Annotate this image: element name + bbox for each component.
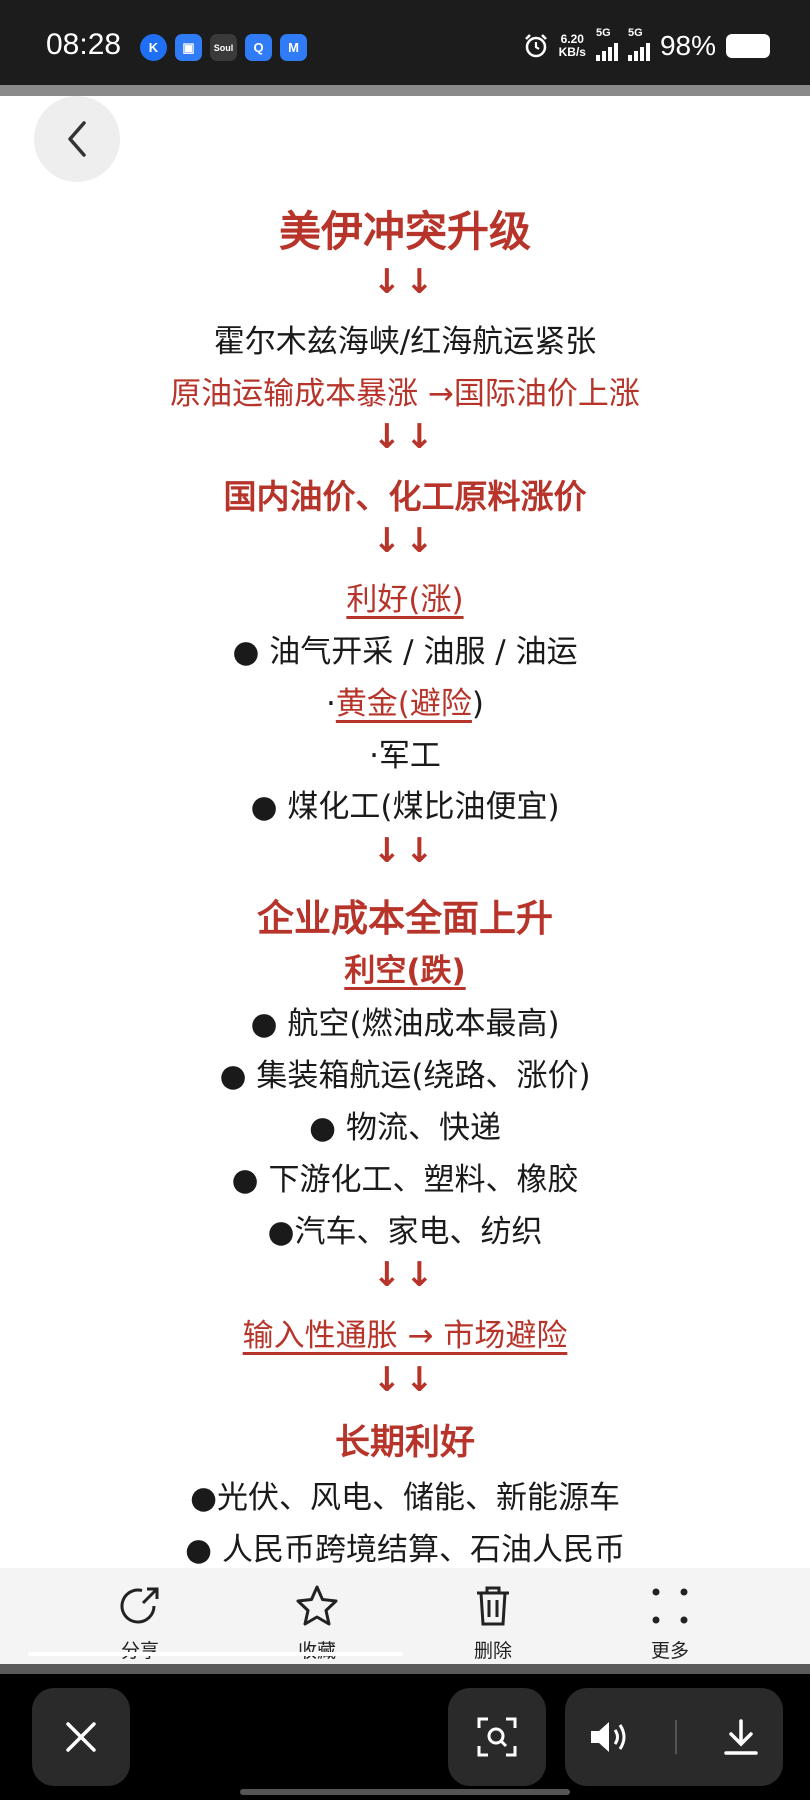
list-item: ● 油气开采 / 油服 / 油运 — [232, 634, 578, 670]
list-item: ● 集装箱航运(绕路、涨价) — [219, 1058, 591, 1094]
chain-step: 长期利好 — [334, 1423, 475, 1463]
media-controls — [565, 1688, 783, 1786]
status-bar: 08:28 K ▣ Soul Q M 6.20 KB/s 5G 5G 98% — [0, 0, 810, 85]
chain-step: 原油运输成本暴涨 →国际油价上涨 — [170, 376, 640, 412]
speaker-icon[interactable] — [587, 1717, 631, 1757]
arrow-down-icon: ↓↓ — [372, 521, 438, 561]
arrow-down-icon: ↓↓ — [372, 831, 438, 871]
list-item: ● 人民币跨境结算、石油人民币 — [185, 1532, 625, 1568]
arrow-down-icon: ↓↓ — [372, 417, 438, 457]
scan-icon — [477, 1717, 517, 1757]
arrow-down-icon: ↓↓ — [372, 1255, 438, 1295]
chain-step: 国内油价、化工原料涨价 — [223, 477, 587, 516]
home-indicator[interactable] — [240, 1789, 570, 1795]
close-button[interactable] — [32, 1688, 130, 1786]
list-item: ·军工 — [369, 738, 441, 774]
download-icon[interactable] — [721, 1717, 761, 1757]
list-item: ●汽车、家电、纺织 — [267, 1214, 543, 1250]
scroll-indicator — [28, 1652, 403, 1656]
arrow-down-icon: ↓↓ — [372, 262, 438, 302]
soul-app-icon: Soul — [210, 34, 237, 61]
delete-button[interactable]: 删除 — [443, 1582, 543, 1663]
separator — [675, 1720, 677, 1754]
list-item: ·黄金(避险) — [325, 686, 485, 722]
notification-icons: K ▣ Soul Q M — [140, 34, 307, 61]
star-icon — [296, 1585, 338, 1626]
action-bar: 分享 收藏 删除 更多 — [0, 1568, 810, 1664]
share-button[interactable]: 分享 — [90, 1582, 190, 1663]
clock: 08:28 — [46, 28, 122, 61]
chain-step: 企业成本全面上升 — [257, 897, 553, 940]
list-item: ●光伏、风电、储能、新能源车 — [189, 1480, 621, 1516]
m-app-icon: M — [280, 34, 307, 61]
benefit-heading: 利好(涨) — [346, 582, 464, 618]
favorite-button[interactable]: 收藏 — [267, 1582, 367, 1663]
list-item: ● 下游化工、塑料、橡胶 — [231, 1162, 579, 1198]
chain-step: 输入性通胀 → 市场避险 — [242, 1318, 568, 1354]
bottom-overlay-bar — [0, 1674, 810, 1800]
signal-2-icon: 5G — [627, 27, 650, 61]
list-item: ● 物流、快递 — [309, 1110, 501, 1146]
window-app-icon: ▣ — [175, 34, 202, 61]
trash-icon — [477, 1586, 509, 1626]
share-icon — [120, 1587, 159, 1624]
chain-step: 霍尔木兹海峡/红海航运紧张 — [213, 324, 597, 360]
more-button[interactable]: 更多 — [620, 1582, 720, 1663]
back-button[interactable] — [34, 96, 120, 182]
divider — [0, 85, 810, 96]
harm-heading: 利空(跌) — [344, 953, 466, 989]
title: 美伊冲突升级 — [278, 207, 531, 256]
signal-1-icon: 5G — [595, 27, 618, 61]
battery-percent: 98% — [659, 30, 716, 61]
list-item: ● 煤化工(煤比油便宜) — [250, 789, 560, 825]
close-icon — [66, 1722, 96, 1752]
more-dots-icon — [652, 1588, 688, 1624]
divider — [0, 1664, 810, 1674]
chevron-left-icon — [68, 121, 86, 157]
battery-icon — [726, 34, 770, 58]
q-app-icon: Q — [245, 34, 272, 61]
network-speed: 6.20 KB/s — [558, 32, 586, 59]
arrow-down-icon: ↓↓ — [372, 1360, 438, 1400]
list-item: ● 航空(燃油成本最高) — [250, 1006, 560, 1042]
scan-button[interactable] — [448, 1688, 546, 1786]
k-app-icon: K — [140, 34, 167, 61]
alarm-icon — [524, 34, 547, 58]
